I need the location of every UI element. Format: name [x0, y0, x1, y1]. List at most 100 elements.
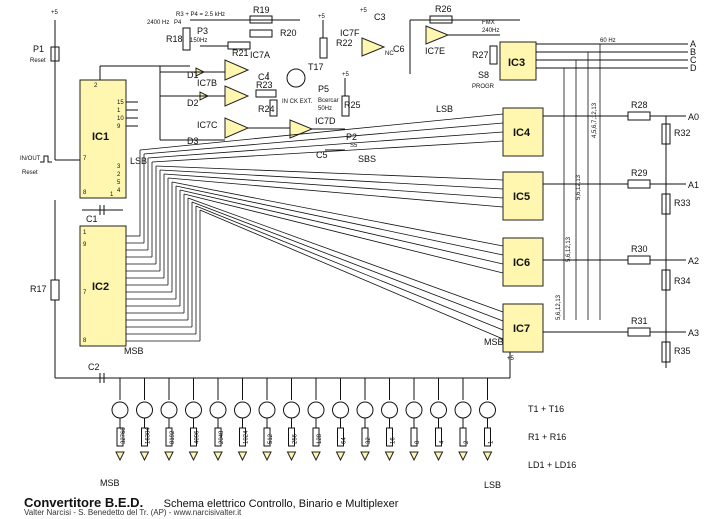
- weight-label: 16: [391, 437, 397, 444]
- ic7e-gate: [425, 25, 450, 45]
- r34-label: R34: [674, 276, 691, 286]
- r32-label: R32: [674, 128, 691, 138]
- ic1-lsb-label: LSB: [130, 156, 147, 166]
- d3-label: D3: [187, 136, 199, 146]
- r19-label: R19: [253, 5, 270, 15]
- r22-supply: +5: [318, 14, 326, 20]
- led: [213, 451, 223, 462]
- ic7-label: IC7: [513, 323, 530, 335]
- weight-label: 4096: [195, 430, 201, 444]
- transistor: [430, 401, 447, 419]
- weight-label: 1024: [244, 430, 250, 444]
- r33-label: R33: [674, 198, 691, 208]
- supply-label-p1: +5: [51, 10, 59, 16]
- t17-transistor: [286, 68, 306, 88]
- c6-label: C6: [393, 44, 405, 54]
- ic7c-label: IC7C: [197, 120, 218, 130]
- series-resistor: [288, 427, 295, 447]
- transistor: [283, 401, 300, 419]
- series-resistor: [116, 427, 124, 447]
- weight-label: 4: [440, 440, 446, 444]
- ic7a-gate: [224, 59, 250, 81]
- series-resistor: [214, 427, 222, 447]
- pins-ic4-label: 4,5,6,7,12,13: [592, 102, 598, 138]
- series-resistor: [141, 427, 148, 447]
- weight-label: 16384: [146, 427, 152, 444]
- bus-line: [147, 131, 504, 159]
- r26-label: R26: [435, 4, 452, 14]
- c5-label: C5: [316, 150, 328, 160]
- inout-label: IN/OUT: [20, 156, 41, 162]
- r24-resistor: [269, 99, 278, 117]
- led: [286, 451, 297, 462]
- footer: Convertitore B.E.D. Schema elettrico Con…: [24, 494, 398, 512]
- pins-ic5-label: 5,6,12,13: [576, 174, 582, 200]
- s8-label: S8: [478, 70, 489, 80]
- f240-label: 240Hz: [482, 28, 499, 34]
- c3-label: C3: [374, 12, 386, 22]
- ic1-pin-4: 4: [117, 188, 121, 194]
- sbs-label: SBS: [358, 154, 376, 164]
- ic2-label: IC2: [92, 281, 109, 293]
- r30-resistor: [627, 255, 651, 265]
- ic1-pin-3: 3: [117, 164, 121, 170]
- transistor: [111, 401, 129, 419]
- ic7e-label: IC7E: [425, 46, 445, 56]
- mux-ic5-group: IC5: [502, 171, 544, 221]
- out-d-label: D: [690, 63, 697, 73]
- series-resistor: [484, 427, 491, 447]
- a1-label: A1: [688, 180, 699, 190]
- ic7f-label: IC7F: [340, 28, 360, 38]
- bus-line: [139, 113, 504, 151]
- transistor: [258, 401, 276, 419]
- p3-label: P3: [197, 26, 208, 36]
- ic2-pin-7: 7: [83, 290, 87, 296]
- output-ic6: R30 A2 R34: [543, 244, 699, 291]
- f150-label: 150Hz: [190, 38, 207, 44]
- ic7-chip: [502, 303, 544, 353]
- led: [384, 451, 395, 462]
- c2-label: C2: [88, 362, 100, 372]
- r29-resistor: [627, 179, 651, 189]
- transistor: [234, 401, 251, 419]
- r17-resistor: [50, 279, 60, 301]
- series-resistor: [459, 427, 467, 447]
- f50-label: 50Hz: [318, 106, 332, 112]
- transistor: [332, 401, 349, 419]
- bus-line: [179, 189, 504, 265]
- pins-ic7-label: 5,6,12,13: [556, 294, 562, 320]
- footer-title: Convertitore B.E.D.: [24, 495, 144, 510]
- output-ic4: R28 A0 R32: [543, 100, 699, 145]
- series-resistor: [435, 427, 442, 447]
- led: [458, 451, 468, 462]
- led: [139, 451, 150, 462]
- series-resistor: [337, 427, 344, 447]
- series-resistor: [239, 427, 246, 447]
- r20-resistor: [249, 29, 273, 38]
- led: [360, 451, 370, 462]
- ic1-pin-1: 1: [117, 108, 121, 114]
- d2-label: D2: [187, 98, 199, 108]
- r17-label: R17: [30, 284, 47, 294]
- r25-label: R25: [344, 100, 361, 110]
- bus-line: [155, 165, 504, 181]
- bus-line: [187, 197, 504, 313]
- r24-label: R24: [258, 104, 275, 114]
- r27-label: R27: [472, 50, 489, 60]
- footer-credit: Valter Narcisi - S. Benedetto del Tr. (A…: [24, 508, 242, 517]
- c4-label: C4: [258, 72, 270, 82]
- ic1-label: IC1: [92, 131, 109, 143]
- led: [164, 451, 174, 462]
- ic1-pin-8: 8: [83, 190, 87, 196]
- series-resistor: [165, 427, 173, 447]
- out-a-label: A: [690, 39, 696, 49]
- s5-label: S5: [350, 143, 358, 149]
- r28-resistor: [627, 111, 651, 121]
- bus-line: [151, 140, 504, 163]
- series-resistor: [312, 427, 320, 447]
- weight-label: 8: [415, 440, 421, 444]
- transistor: [405, 401, 423, 419]
- r28-label: R28: [631, 100, 648, 110]
- series-resistor: [386, 427, 393, 447]
